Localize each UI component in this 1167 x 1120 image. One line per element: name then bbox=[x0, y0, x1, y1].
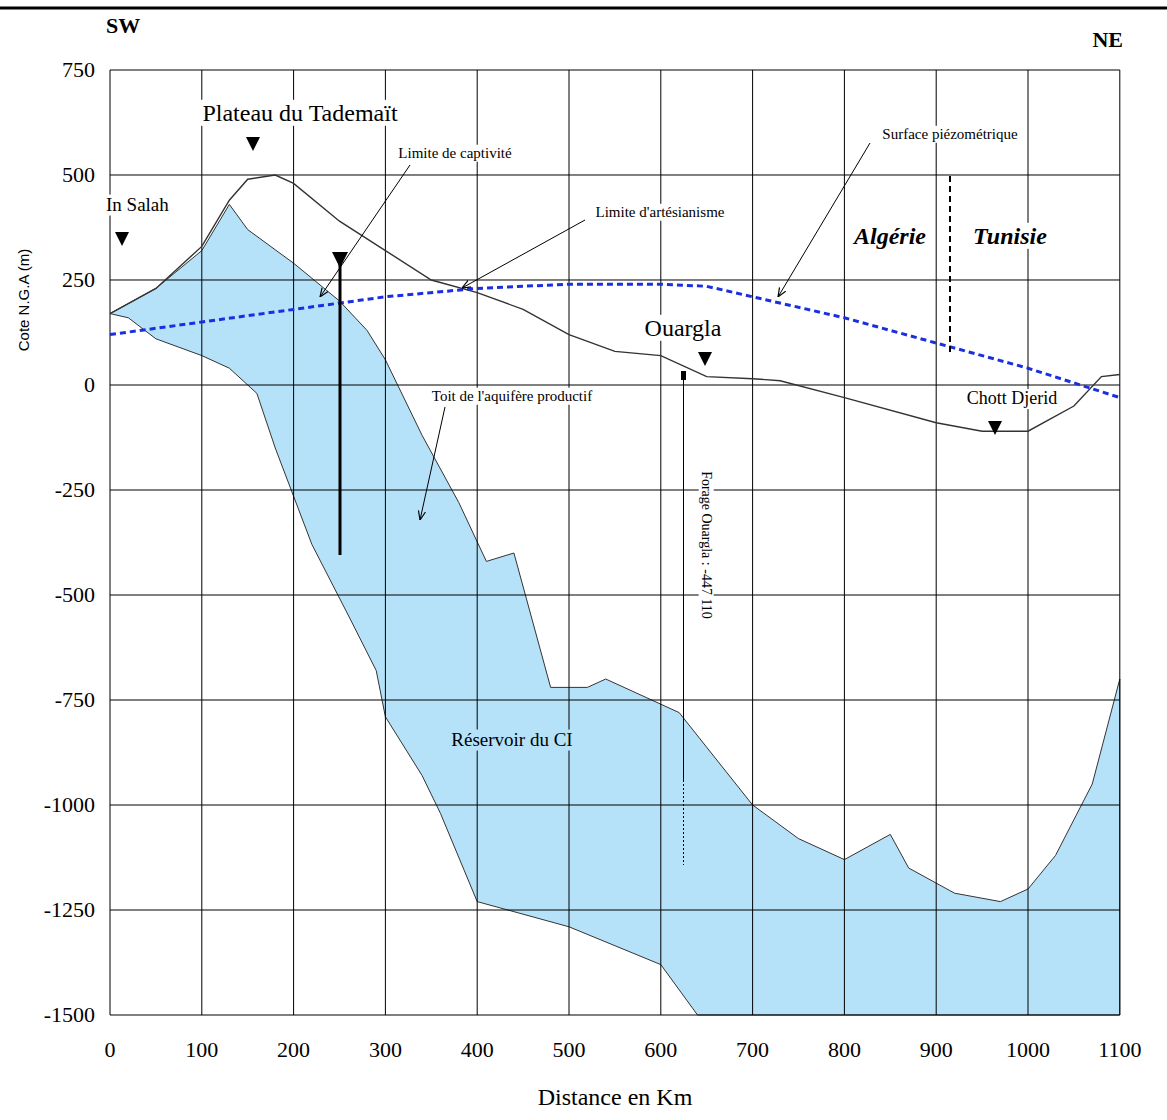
top-rule bbox=[0, 7, 1167, 10]
place-label: Chott Djerid bbox=[965, 389, 1060, 409]
tick-label: 300 bbox=[367, 1038, 404, 1062]
tick-label: 500 bbox=[60, 163, 97, 187]
reservoir bbox=[110, 204, 1120, 1015]
tick-label: 250 bbox=[60, 268, 97, 292]
well-line-dotted bbox=[683, 780, 684, 865]
tick-label: 1100 bbox=[1096, 1038, 1143, 1062]
tick-label: 700 bbox=[734, 1038, 771, 1062]
callout-label: Toit de l'aquifère productif bbox=[430, 388, 594, 405]
direction-label: SW bbox=[104, 14, 142, 38]
tick-label: 900 bbox=[918, 1038, 955, 1062]
axis-title: Distance en Km bbox=[536, 1084, 695, 1110]
tick-label: 800 bbox=[826, 1038, 863, 1062]
tick-label: 0 bbox=[103, 1038, 118, 1062]
tick-label: 1000 bbox=[1004, 1038, 1052, 1062]
markers bbox=[115, 137, 1002, 435]
tick-label: 750 bbox=[60, 58, 97, 82]
tick-label: 400 bbox=[459, 1038, 496, 1062]
country-label: Tunisie bbox=[971, 223, 1049, 249]
piezometric-surface bbox=[110, 284, 1120, 397]
limit-line bbox=[339, 262, 342, 555]
tick-label: -1500 bbox=[42, 1003, 97, 1027]
place-label: Plateau du Tademaït bbox=[200, 100, 399, 126]
well-line bbox=[683, 380, 684, 780]
tick-label: -500 bbox=[53, 583, 97, 607]
tick-label: -1000 bbox=[42, 793, 97, 817]
tick-label: 500 bbox=[551, 1038, 588, 1062]
axis-title: Cote N.G.A (m) bbox=[16, 247, 33, 354]
country-label: Algérie bbox=[852, 223, 928, 249]
zone-label: Réservoir du CI bbox=[449, 730, 574, 751]
place-label: In Salah bbox=[104, 195, 171, 216]
grid bbox=[110, 70, 1120, 1015]
place-label: Ouargla bbox=[643, 315, 724, 341]
tick-label: 600 bbox=[642, 1038, 679, 1062]
tick-label: -250 bbox=[53, 478, 97, 502]
callout-label: Limite d'artésianisme bbox=[594, 204, 727, 221]
border-line bbox=[949, 176, 951, 352]
tick-label: 200 bbox=[275, 1038, 312, 1062]
tick-label: 100 bbox=[183, 1038, 220, 1062]
tick-label: -1250 bbox=[42, 898, 97, 922]
well-label: Forage Ouargla : -447 110 bbox=[698, 469, 713, 621]
leader-lines bbox=[320, 143, 870, 520]
direction-label: NE bbox=[1090, 28, 1125, 52]
callout-label: Limite de captivité bbox=[396, 145, 513, 162]
tick-label: -750 bbox=[53, 688, 97, 712]
well-head bbox=[681, 371, 686, 380]
ground-surface bbox=[110, 175, 1120, 431]
callout-label: Surface piézométrique bbox=[880, 126, 1019, 143]
tick-label: 0 bbox=[82, 373, 97, 397]
